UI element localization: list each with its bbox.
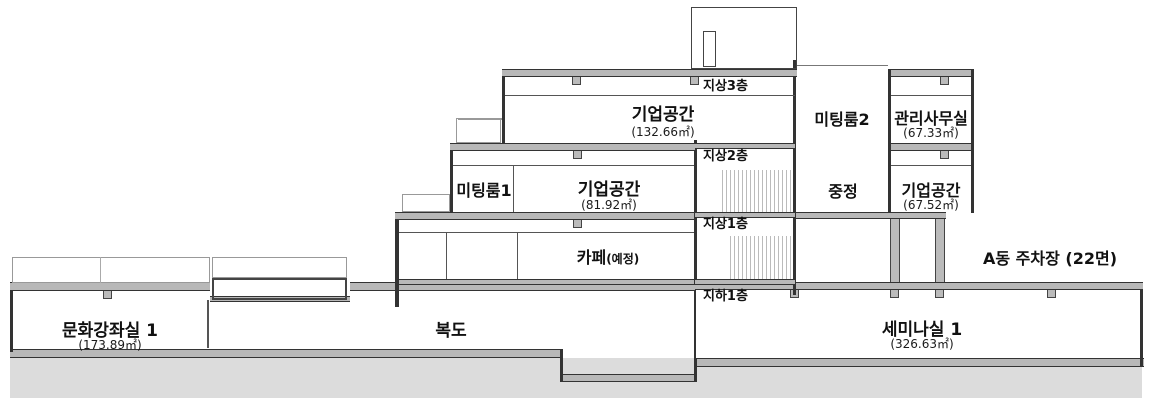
- 2f-inner-ceiling: [453, 165, 694, 166]
- 1f-wall-left: [395, 212, 399, 307]
- room-cafe: 카페(예정): [577, 244, 640, 268]
- stair-slab-1f: [695, 279, 795, 285]
- area-corporate-space-2f-right: (67.52㎡): [903, 198, 959, 212]
- stair-flight-lower: [730, 236, 792, 280]
- roof-structure-mid: [212, 257, 347, 278]
- floor-label-b1: 지하1층: [703, 289, 748, 304]
- room-atrium: 중정: [828, 182, 858, 201]
- meeting-room-2-block: [796, 65, 888, 213]
- b1-pit-wall-right: [694, 358, 697, 382]
- cafe-note: (예정): [606, 252, 640, 266]
- b1-partition-1: [207, 300, 209, 348]
- 3f-ceiling-slab: [502, 69, 797, 77]
- ground-fill-pit: [560, 378, 710, 398]
- roof-structure-left-split: [100, 257, 101, 283]
- 2f-right-block-wall-l: [888, 143, 891, 213]
- parking-column-1: [890, 219, 900, 282]
- parking-ceiling-slab: [796, 212, 946, 219]
- b1-ceiling-slab-left: [10, 282, 210, 291]
- floor-label-3f: 지상3층: [703, 79, 748, 94]
- b1-partition-2: [694, 282, 696, 358]
- b1-wall-left: [10, 282, 13, 352]
- 3f-inner-ceiling: [505, 95, 795, 96]
- room-culture-lecture-1: 문화강좌실 1: [62, 321, 158, 341]
- b1-ceiling-slab-right: [695, 282, 1143, 290]
- rooftop-penthouse: [691, 7, 797, 69]
- 3f-wall-left: [502, 69, 505, 144]
- 1f-canopy: [402, 194, 450, 212]
- room-management-office: 관리사무실: [894, 109, 968, 128]
- 3f-right-block-wall-l: [888, 69, 891, 144]
- beam: [103, 291, 112, 299]
- b1-floor-slab-right: [697, 358, 1144, 367]
- roof-structure-left: [12, 257, 210, 283]
- stair-flight-upper: [722, 170, 792, 212]
- beam: [573, 151, 582, 159]
- 3f-right-block-slab: [888, 69, 974, 77]
- 1f-ceiling-slab: [395, 212, 697, 220]
- 1f-floor-slab: [395, 279, 697, 285]
- parking-column-2: [935, 219, 945, 282]
- area-corporate-space-3f: (132.66㎡): [631, 125, 695, 139]
- floor-label-2f: 지상2층: [703, 149, 748, 164]
- beam: [573, 220, 582, 228]
- b1-pit-slab: [560, 374, 697, 382]
- 2f-canopy: [456, 118, 501, 143]
- beam: [890, 290, 899, 298]
- b1-wall-right: [1140, 282, 1143, 367]
- beam: [940, 77, 949, 85]
- 2f-right-slab: [695, 143, 795, 149]
- stair-slab-2f: [695, 212, 795, 218]
- 2f-right-block-inner: [891, 165, 971, 166]
- area-seminar-1: (326.63㎡): [890, 337, 954, 351]
- beam: [1047, 290, 1056, 298]
- 3f-canopy: [458, 118, 502, 120]
- 2f-partition: [513, 166, 514, 212]
- stair-core-wall-right: [793, 60, 796, 295]
- b1-floor-slab-left: [10, 349, 560, 358]
- 3f-right-block-inner: [891, 95, 971, 96]
- beam: [940, 151, 949, 159]
- 1f-partition-a: [446, 233, 447, 279]
- rooftop-door-icon: [703, 31, 716, 67]
- room-meeting-1: 미팅룸1: [456, 181, 512, 200]
- room-corridor: 복도: [435, 321, 467, 341]
- roof-structure-mid-box: [212, 278, 347, 300]
- 1f-window-line: [399, 232, 695, 233]
- floor-label-1f: 지상1층: [703, 217, 748, 232]
- 1f-partition-b: [517, 233, 518, 279]
- room-parking: A동 주차장 (22면): [982, 249, 1118, 268]
- room-corporate-space-2f-left: 기업공간: [577, 180, 641, 200]
- area-culture-lecture-1: (173.89㎡): [78, 338, 142, 352]
- beam: [690, 77, 699, 85]
- beam: [572, 77, 581, 85]
- area-management-office: (67.33㎡): [903, 126, 959, 140]
- room-seminar-1: 세미나실 1: [881, 320, 963, 340]
- room-corporate-space-2f-right: 기업공간: [901, 181, 961, 200]
- 2f-right-block-wall-r: [971, 143, 974, 213]
- beam: [935, 290, 944, 298]
- 3f-right-block-wall-r: [971, 69, 974, 144]
- cafe-name: 카페: [576, 248, 607, 267]
- room-meeting-2: 미팅룸2: [814, 110, 870, 129]
- 2f-ceiling-slab: [450, 143, 695, 151]
- b1-pit-wall-left: [560, 349, 563, 382]
- 2f-wall-left: [450, 143, 453, 213]
- area-corporate-space-2f-left: (81.92㎡): [581, 198, 637, 212]
- room-corporate-space-3f: 기업공간: [631, 105, 695, 125]
- 2f-right-block-slab: [888, 143, 974, 151]
